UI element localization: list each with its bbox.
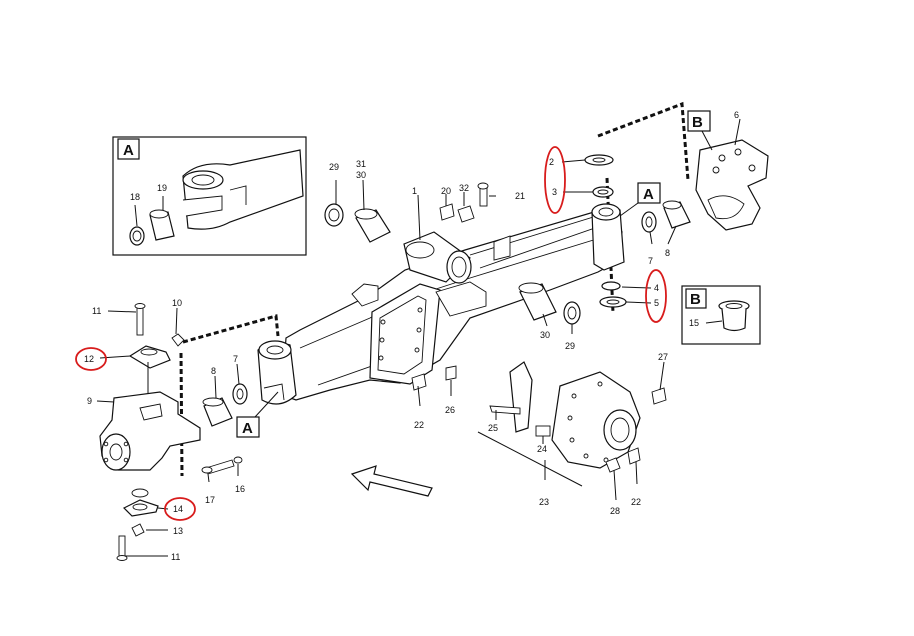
callout-24: 24 xyxy=(537,444,547,454)
inset-a: A 18 19 xyxy=(112,136,307,256)
callout-28: 28 xyxy=(610,506,620,516)
left-bushing-set xyxy=(202,383,248,427)
callout-13: 13 xyxy=(173,526,183,536)
inset-a-letter: A xyxy=(123,142,134,159)
direction-arrow xyxy=(350,465,433,497)
callout-20: 20 xyxy=(441,186,451,196)
callout-2: 2 xyxy=(549,157,554,167)
callout-22-right: 22 xyxy=(631,497,641,507)
callout-16: 16 xyxy=(235,484,245,494)
callout-30-top: 30 xyxy=(356,170,366,180)
callout-6: 6 xyxy=(734,110,739,120)
dashed-leader-lower xyxy=(179,352,184,477)
callout-12: 12 xyxy=(84,354,94,364)
callout-11-bottom: 11 xyxy=(171,552,180,562)
view-a-letter-top: A xyxy=(643,186,654,203)
callout-27: 27 xyxy=(658,352,668,362)
inset-b-letter: B xyxy=(690,291,701,308)
callout-26: 26 xyxy=(445,405,455,415)
callout-30-bottom: 30 xyxy=(540,330,550,340)
inset-b: B 15 xyxy=(681,285,761,345)
callout-22-left: 22 xyxy=(414,420,424,430)
callout-numbers: 1 2 3 4 5 6 7 8 7 8 9 10 11 11 12 13 14 … xyxy=(84,110,739,562)
right-knuckle-parts: B xyxy=(641,110,769,233)
callout-32: 32 xyxy=(459,183,469,193)
dashed-leader-b xyxy=(597,101,690,181)
leader-lines xyxy=(96,118,741,557)
bracket-23 xyxy=(477,431,583,487)
callout-7-right: 7 xyxy=(648,256,653,266)
bolts-left xyxy=(116,303,185,561)
callout-8-left: 8 xyxy=(211,366,216,376)
dashed-leader-kingpin xyxy=(182,314,280,344)
callout-29-top: 29 xyxy=(329,162,339,172)
callout-7-left: 7 xyxy=(233,354,238,364)
red-highlights xyxy=(75,146,667,521)
callout-5: 5 xyxy=(654,298,659,308)
upper-bushing-set xyxy=(324,203,391,243)
callout-1: 1 xyxy=(412,186,417,196)
callout-11-top: 11 xyxy=(92,306,101,316)
small-fittings xyxy=(439,182,489,223)
callout-10: 10 xyxy=(172,298,182,308)
left-kingpin-boss: A xyxy=(236,340,297,438)
hub-carrier xyxy=(411,361,667,473)
view-a-letter-bottom: A xyxy=(242,420,253,437)
callout-4: 4 xyxy=(654,283,659,293)
callout-3: 3 xyxy=(552,187,557,197)
callout-15: 15 xyxy=(689,318,699,328)
washers xyxy=(584,154,627,308)
callout-19: 19 xyxy=(157,183,167,193)
bolt-16-nut-17 xyxy=(201,456,243,475)
callout-18: 18 xyxy=(130,192,140,202)
lower-bushing-set xyxy=(518,282,581,325)
beam-top-bosses xyxy=(403,231,472,284)
view-b-letter: B xyxy=(692,114,703,131)
callout-9: 9 xyxy=(87,396,92,406)
left-knuckle-assembly xyxy=(99,345,201,517)
callout-17: 17 xyxy=(205,495,215,505)
callout-25: 25 xyxy=(488,423,498,433)
right-kingpin-boss: A xyxy=(591,182,661,271)
callout-14: 14 xyxy=(173,504,183,514)
callout-23: 23 xyxy=(539,497,549,507)
callout-8-right: 8 xyxy=(665,248,670,258)
axle-beam xyxy=(281,211,623,401)
callout-29-bottom: 29 xyxy=(565,341,575,351)
callout-31: 31 xyxy=(356,159,366,169)
callout-21: 21 xyxy=(515,191,525,201)
